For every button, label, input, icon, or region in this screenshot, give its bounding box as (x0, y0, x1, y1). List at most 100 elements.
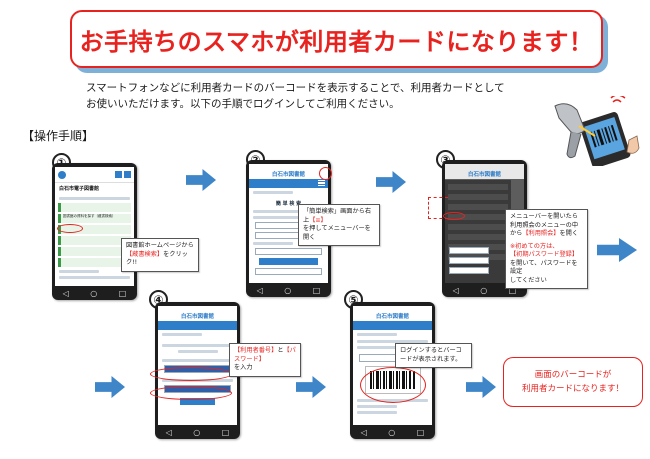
intro-line-1: スマートフォンなどに利用者カードのバーコードを表示することで、利用者カードとして (86, 82, 505, 94)
back-icon[interactable]: ◁ (165, 427, 172, 437)
menu-row[interactable] (58, 258, 131, 267)
back-icon[interactable]: ◁ (452, 285, 459, 295)
search-button[interactable] (259, 258, 318, 265)
field[interactable] (449, 247, 489, 254)
step-2-callout: 「簡単検索」画面から右上【≡】 を押してメニューバーを開く (298, 204, 380, 246)
step-1-top-bar (55, 167, 134, 183)
note-line: ※初めての方は、 (510, 242, 559, 250)
text-line (59, 270, 99, 273)
note-line: を開いて、パスワードを設定 (510, 259, 578, 276)
result-line-1: 画面のバーコードが (534, 370, 612, 380)
field[interactable] (449, 257, 489, 264)
home-icon[interactable]: ○ (193, 427, 201, 437)
callout-line: をクリック!! (126, 250, 188, 267)
home-icon[interactable]: ○ (90, 288, 98, 298)
barcode-highlight (360, 367, 426, 403)
note-highlight: 【初期パスワード登録】 (510, 251, 579, 258)
menu-row-search[interactable]: 図書館の資料を探す（蔵書検索） (58, 214, 131, 223)
step-2-menu-bar (249, 179, 328, 188)
intro-line-2: お使いいただけます。以下の手順でログインしてご利用ください。 (86, 98, 400, 110)
menu-item[interactable] (448, 224, 508, 230)
text-line (59, 276, 130, 279)
result-line-2: 利用者カードになります！ (521, 384, 624, 394)
result-box: 画面のバーコードが 利用者カードになります！ (503, 357, 643, 407)
callout-line: メニューバーを開いたら (510, 213, 578, 220)
arrow-right (466, 376, 496, 398)
android-nav-bar: ◁ ○ □ (442, 283, 527, 297)
usage-highlight (443, 212, 465, 220)
callout-line: ードが表示されます。 (400, 355, 462, 363)
step-4-callout: 【利用者番号】と【パスワード】 を入力 (229, 343, 301, 377)
menu-row[interactable] (58, 236, 131, 245)
menu-item[interactable] (448, 214, 508, 220)
menu-row[interactable] (58, 203, 131, 212)
callout-line: 「簡単検索」画面から右上 (303, 208, 372, 224)
recent-icon[interactable]: □ (118, 288, 127, 298)
home-icon[interactable]: ○ (480, 285, 488, 295)
search-field[interactable] (255, 248, 322, 255)
highlight-oval (57, 224, 83, 233)
recent-icon[interactable]: □ (221, 427, 230, 437)
callout-line: 利用照会のメニューの中 (510, 221, 579, 229)
callout-line: と (277, 347, 284, 354)
android-nav-bar: ◁ ○ □ (52, 286, 137, 300)
logo-icon (58, 170, 66, 179)
text-line (59, 197, 130, 200)
home-icon[interactable]: ○ (284, 285, 292, 295)
arrow-right (186, 169, 216, 191)
callout-line: 図書館ホームページから (126, 242, 194, 249)
arrow-right (597, 238, 637, 262)
page-title: お手持ちのスマホが利用者カードになります！ (79, 27, 594, 56)
recent-icon[interactable]: □ (312, 285, 321, 295)
back-icon[interactable]: ◁ (256, 285, 263, 295)
callout-line: ログインするとバーコ (400, 347, 462, 354)
step-1-screen: 白石市電子図書館 図書館の資料を探す（蔵書検索） (55, 167, 134, 286)
search-icon[interactable] (115, 171, 122, 178)
menu-item[interactable] (448, 184, 508, 190)
android-nav-bar: ◁ ○ □ (246, 283, 331, 297)
callout-line: から (510, 230, 523, 237)
step-1-screen-title: 白石市電子図書館 (59, 186, 100, 192)
back-icon[interactable]: ◁ (360, 427, 367, 437)
callout-line: を押してメニューバーを開く (303, 225, 371, 241)
callout-highlight: 【パスワード】 (234, 347, 296, 363)
step-3-callout: メニューバーを開いたら 利用照会のメニューの中 から【利用照会】を開く ※初めて… (505, 209, 588, 289)
step-5-callout: ログインするとバーコ ードが表示されます。 (395, 343, 472, 368)
callout-line: を入力 (234, 364, 253, 371)
step-2-screen-title: 白石市図書館 (271, 172, 305, 178)
step-2-heading: 簡 単 検 索 (275, 201, 302, 207)
android-nav-bar: ◁ ○ □ (350, 425, 435, 439)
back-icon[interactable]: ◁ (62, 288, 69, 298)
search-field[interactable] (255, 268, 322, 275)
hamburger-icon[interactable] (318, 180, 325, 186)
step-1-phone: 白石市電子図書館 図書館の資料を探す（蔵書検索） ◁ ○ □ (52, 163, 137, 300)
title-banner: お手持ちのスマホが利用者カードになります！ (70, 10, 603, 68)
callout-line: を開く (559, 230, 579, 237)
recent-icon[interactable]: □ (508, 285, 517, 295)
callout-highlight: 【利用照会】 (522, 230, 560, 237)
step-5-screen-title: 白石市図書館 (375, 314, 409, 320)
hamburger-highlight (319, 167, 332, 180)
barcode-scanner-illustration (554, 96, 640, 166)
android-nav-bar: ◁ ○ □ (155, 425, 240, 439)
login-button[interactable] (180, 398, 215, 405)
dashed-bracket (428, 197, 448, 219)
user-number-highlight (150, 367, 232, 381)
menu-row[interactable] (58, 247, 131, 256)
callout-highlight: 【利用者番号】 (234, 347, 278, 354)
step-3-screen-title: 白石市図書館 (445, 169, 524, 179)
menu-item[interactable] (448, 194, 508, 200)
step-2-phone: 白石市図書館 簡 単 検 索 ◁ ○ □ (246, 160, 331, 297)
menu-item-usage[interactable] (448, 234, 508, 240)
password-highlight (150, 386, 232, 400)
menu-icon[interactable] (124, 171, 131, 178)
arrow-right (296, 376, 326, 398)
recent-icon[interactable]: □ (416, 427, 425, 437)
step-4-screen-title: 白石市図書館 (180, 314, 214, 320)
arrow-right (95, 376, 125, 398)
menu-item[interactable] (448, 204, 508, 210)
arrow-right (376, 171, 406, 193)
home-icon[interactable]: ○ (388, 427, 396, 437)
intro-text: スマートフォンなどに利用者カードのバーコードを表示することで、利用者カードとして… (86, 80, 556, 112)
field[interactable] (449, 267, 489, 274)
